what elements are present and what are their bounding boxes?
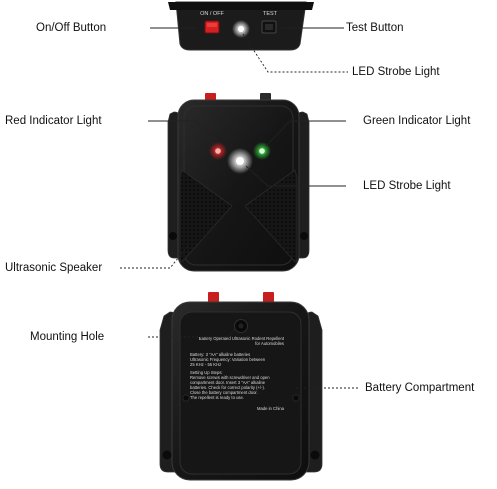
- leader-mounting-hole: [148, 327, 237, 338]
- label-led-strobe-top: LED Strobe Light: [352, 66, 440, 78]
- front-strobe-led: [227, 148, 253, 174]
- leader-green-led: [265, 120, 346, 147]
- back-view: Battery Operated Ultrasonic Rodent Repel…: [159, 292, 323, 481]
- top-panel-rim: [168, 2, 314, 10]
- mounting-hole: [234, 319, 248, 333]
- label-mounting-hole: Mounting Hole: [30, 331, 105, 343]
- label-led-strobe-front: LED Strobe Light: [363, 180, 451, 192]
- sticker-line8: Close the battery compartment door.: [190, 390, 258, 395]
- back-switch-top-2: [263, 292, 274, 304]
- label-red-indicator-light: Red Indicator Light: [5, 115, 102, 127]
- sticker-line2: Ultrasonic Frequency: Variation between: [190, 357, 266, 362]
- screw-right-icon: [292, 394, 300, 402]
- sticker-line7: batteries. Check for correct polarity (+…: [190, 385, 265, 390]
- back-right-tab-hole: [310, 450, 320, 460]
- sticker-line4: Setting Up Steps:: [190, 370, 223, 375]
- on-off-panel-text: ON / OFF: [200, 11, 224, 17]
- sticker-line6: compartment door. Insert 3 "AA" alkaline: [190, 380, 266, 385]
- sticker-title-line2: for Automobiles: [255, 341, 284, 346]
- top-strobe-led: [232, 20, 250, 38]
- red-indicator-led: [209, 142, 227, 160]
- front-view: [167, 93, 310, 272]
- ultrasonic-speaker-left: [179, 169, 233, 263]
- battery-compartment-door: [179, 311, 302, 475]
- ultrasonic-speaker-right: [244, 169, 298, 263]
- back-red-switch-top: [208, 292, 219, 304]
- green-indicator-led: [253, 142, 271, 160]
- sticker-line3: 25 KHz - 55 KHz: [190, 362, 221, 367]
- leader-strobe-front: [245, 165, 346, 187]
- leader-red-led: [148, 120, 215, 146]
- speaker-center-divider: [232, 200, 245, 214]
- leader-strobe-top: [242, 33, 348, 73]
- sticker-line5: Remove screws with screwdriver and open: [190, 375, 270, 380]
- label-green-indicator-light: Green Indicator Light: [363, 115, 471, 127]
- test-switch[interactable]: [261, 20, 277, 34]
- sticker-made-in: Made in China: [257, 406, 285, 411]
- top-view: ON / OFF TEST: [168, 1, 314, 51]
- back-left-tab-hole: [162, 450, 172, 460]
- label-on-off-button: On/Off Button: [36, 22, 107, 34]
- sticker-title-line1: Battery Operated Ultrasonic Rodent Repel…: [199, 336, 285, 341]
- leader-speaker: [120, 245, 189, 269]
- on-off-switch[interactable]: [204, 20, 220, 34]
- leader-lines: [120, 27, 358, 389]
- test-panel-text: TEST: [263, 11, 278, 17]
- battery-instructions-label: Battery Operated Ultrasonic Rodent Repel…: [190, 336, 285, 411]
- sticker-line1: Battery: 3 "AA" alkaline batteries: [190, 352, 250, 357]
- front-left-tab-hole: [169, 232, 177, 240]
- label-ultrasonic-speaker: Ultrasonic Speaker: [5, 262, 103, 274]
- label-battery-compartment: Battery Compartment: [365, 382, 475, 394]
- screw-left-icon: [182, 394, 190, 402]
- sticker-line9: The repellent is ready to use.: [190, 395, 244, 400]
- front-right-tab-hole: [300, 232, 308, 240]
- label-test-button: Test Button: [346, 22, 404, 34]
